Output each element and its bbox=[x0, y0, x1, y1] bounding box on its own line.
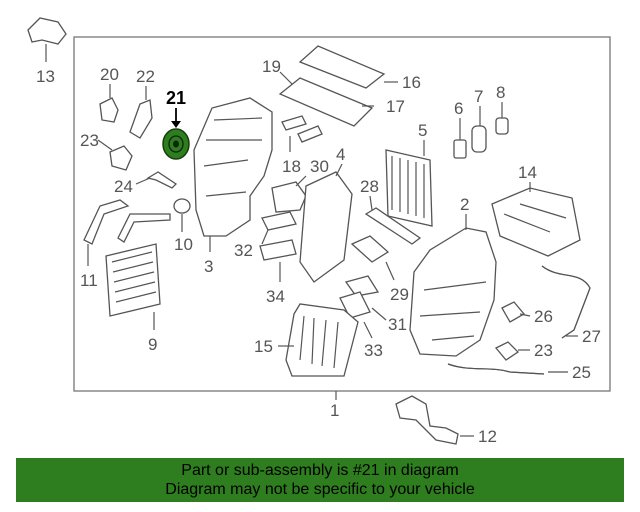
label-11: 11 bbox=[80, 271, 98, 290]
label-7: 7 bbox=[474, 87, 483, 106]
label-25: 25 bbox=[572, 363, 591, 382]
label-20: 20 bbox=[100, 65, 119, 84]
part-14-shape bbox=[491, 187, 581, 257]
label-15: 15 bbox=[254, 337, 273, 356]
part-23-right-shape bbox=[494, 341, 520, 361]
part-26-shape bbox=[501, 301, 525, 323]
label-27: 27 bbox=[582, 327, 601, 346]
part-33-shape bbox=[339, 291, 371, 319]
label-18: 18 bbox=[282, 157, 301, 176]
label-8: 8 bbox=[496, 83, 505, 102]
part-5-shape bbox=[385, 149, 433, 227]
label-19: 19 bbox=[262, 57, 281, 76]
banner-line-2: Diagram may not be specific to your vehi… bbox=[165, 481, 475, 498]
label-21[interactable]: 21 bbox=[166, 88, 186, 108]
part-11-shape bbox=[83, 199, 130, 245]
label-12: 12 bbox=[478, 427, 497, 446]
part-21-blower-fan[interactable] bbox=[162, 128, 190, 160]
part-16-shape bbox=[298, 45, 386, 89]
highlight-notice-banner: Part or sub-assembly is #21 in diagram D… bbox=[16, 458, 624, 502]
part-10-shape bbox=[173, 198, 191, 214]
part-30-shape bbox=[271, 181, 307, 213]
label-22: 22 bbox=[136, 67, 155, 86]
part-34-shape bbox=[259, 239, 297, 261]
part-2-shape bbox=[409, 227, 497, 357]
label-14: 14 bbox=[518, 163, 537, 182]
label-9: 9 bbox=[148, 335, 157, 354]
label-28: 28 bbox=[360, 177, 379, 196]
part-3-shape bbox=[193, 97, 273, 237]
label-33: 33 bbox=[364, 341, 383, 360]
label-31: 31 bbox=[388, 315, 407, 334]
part-9-shape bbox=[105, 243, 161, 317]
label-23-right: 23 bbox=[534, 341, 553, 360]
part-6-shape bbox=[453, 139, 467, 159]
tube-shape bbox=[117, 213, 171, 243]
label-4: 4 bbox=[336, 145, 345, 164]
label-23-left: 23 bbox=[80, 131, 99, 150]
part-32-shape bbox=[261, 211, 297, 231]
label-34: 34 bbox=[266, 287, 285, 306]
part-31-shape bbox=[344, 275, 380, 297]
part-20-shape bbox=[99, 97, 119, 123]
banner-line-1: Part or sub-assembly is #21 in diagram bbox=[181, 462, 459, 479]
part-23-left-shape bbox=[109, 145, 133, 171]
label-6: 6 bbox=[454, 99, 463, 118]
label-2: 2 bbox=[460, 195, 469, 214]
part-17-shape bbox=[278, 77, 374, 127]
label-5: 5 bbox=[418, 121, 427, 140]
part-8-shape bbox=[495, 117, 509, 135]
part-22-shape bbox=[129, 99, 153, 139]
part-28-shape bbox=[364, 207, 422, 245]
part-13-shape bbox=[27, 17, 67, 45]
part-7-shape bbox=[471, 125, 487, 153]
label-26: 26 bbox=[534, 307, 553, 326]
part-4-shape bbox=[299, 171, 353, 283]
label-1: 1 bbox=[330, 401, 339, 420]
label-13: 13 bbox=[36, 67, 55, 86]
assembly-frame bbox=[73, 36, 611, 392]
label-3: 3 bbox=[204, 257, 213, 276]
label-10: 10 bbox=[174, 235, 193, 254]
label-24: 24 bbox=[114, 177, 133, 196]
part-18-shape bbox=[281, 115, 307, 131]
part-29-shape bbox=[350, 235, 390, 263]
part-12-shape bbox=[395, 395, 459, 445]
part-24-shape bbox=[146, 171, 178, 189]
label-29: 29 bbox=[390, 285, 409, 304]
label-30: 30 bbox=[310, 157, 329, 176]
label-17: 17 bbox=[386, 97, 405, 116]
label-32: 32 bbox=[234, 241, 253, 260]
label-16: 16 bbox=[402, 73, 421, 92]
